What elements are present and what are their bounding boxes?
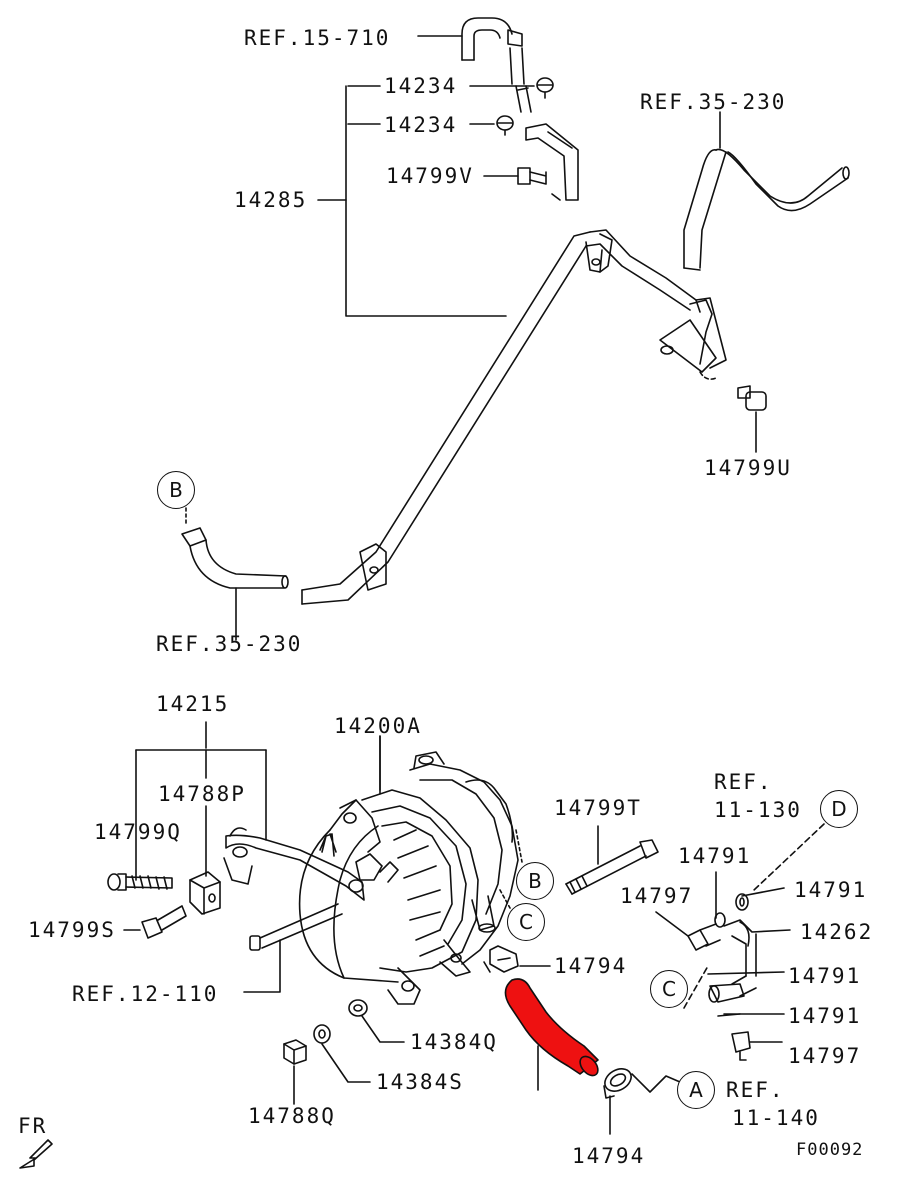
washer-14384s (313, 1024, 371, 1083)
hose-ref-35-230-left (181, 507, 289, 641)
label-ref-11-140-line1: REF. (726, 1078, 785, 1102)
bolt-14799v (483, 167, 547, 185)
label-14215: 14215 (156, 692, 230, 716)
label-14791-mid: 14791 (788, 964, 862, 988)
front-direction-label: FR (18, 1114, 48, 1138)
vacuum-pipe-14285 (301, 229, 727, 605)
leaders-callouts-bc (499, 829, 551, 967)
leader-14285 (317, 85, 507, 317)
callout-d: D (820, 790, 858, 828)
figure-code: F00092 (796, 1140, 864, 1160)
bolt-14799t (565, 825, 659, 895)
label-14799t: 14799T (554, 796, 642, 820)
label-14799v: 14799V (386, 164, 474, 188)
label-ref-35-230-left: REF.35-230 (156, 632, 303, 656)
label-14799s: 14799S (28, 918, 116, 942)
washer-14384q (348, 999, 405, 1043)
label-14200a: 14200A (334, 714, 422, 738)
label-14791-lower: 14791 (788, 1004, 862, 1028)
bolt-14234-upper (469, 77, 554, 99)
clip-14794-lower (603, 1068, 681, 1135)
label-14791-upper-right: 14791 (794, 878, 868, 902)
label-14384s: 14384S (376, 1070, 464, 1094)
long-bolt-ref-12-110 (243, 903, 343, 993)
fittings-14262-assembly (655, 823, 825, 1061)
label-ref-12-110: REF.12-110 (72, 982, 219, 1006)
label-ref-11-130-line2: 11-130 (714, 798, 802, 822)
label-14234-upper: 14234 (384, 74, 458, 98)
label-14262: 14262 (800, 920, 874, 944)
label-14285: 14285 (234, 188, 308, 212)
pipe-bracket-upper (525, 123, 579, 201)
callout-b-mid: B (516, 862, 554, 900)
label-14799u: 14799U (704, 456, 792, 480)
hose-ref-35-230-top (683, 111, 850, 271)
bolt-14799q (107, 873, 173, 891)
label-ref-35-230-top: REF.35-230 (640, 90, 787, 114)
bolt-14234-lower (469, 115, 514, 136)
label-ref-11-140-line2: 11-140 (732, 1106, 820, 1130)
nut-14788q (283, 1039, 307, 1105)
bracket-14215 (223, 827, 365, 901)
alternator-vacuum-pump-14200a (298, 735, 519, 1005)
label-14788p: 14788P (158, 782, 246, 806)
bolt-14799u (699, 371, 767, 453)
label-14799q: 14799Q (94, 820, 182, 844)
bracket-14788p (189, 805, 221, 915)
highlighted-vacuum-hose (504, 978, 599, 1091)
label-14234-lower: 14234 (384, 113, 458, 137)
callout-a: A (677, 1071, 715, 1109)
label-14384q: 14384Q (410, 1030, 498, 1054)
label-14797-upper: 14797 (620, 884, 694, 908)
label-14794-upper: 14794 (554, 954, 628, 978)
front-arrow-icon (19, 1139, 53, 1169)
label-ref-15-710: REF.15-710 (244, 26, 391, 50)
upper-vacuum-hose (461, 17, 532, 113)
label-ref-11-130-line1: REF. (714, 770, 773, 794)
callout-c-right: C (650, 970, 688, 1008)
callout-b-top: B (157, 471, 195, 509)
label-14794-lower: 14794 (572, 1144, 646, 1168)
callout-c-mid: C (507, 903, 545, 941)
bolt-14799s (123, 905, 187, 939)
leader-14215 (135, 721, 267, 881)
label-14797-lower: 14797 (788, 1044, 862, 1068)
label-14791-upper-left: 14791 (678, 844, 752, 868)
label-14788q: 14788Q (248, 1104, 336, 1128)
